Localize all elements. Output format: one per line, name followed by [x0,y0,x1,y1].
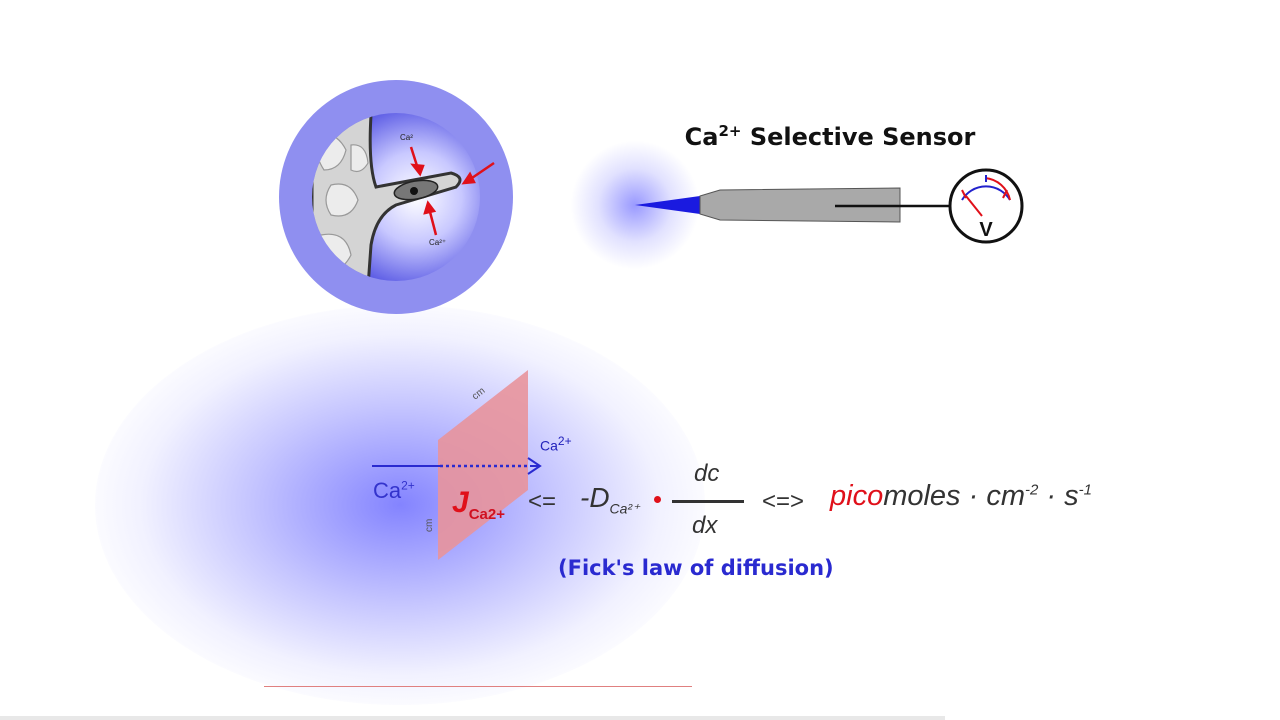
gradient-numerator: dc [694,460,720,487]
diffusion-gradient-glow [95,305,705,705]
ion-label-right: Ca2+ [540,434,572,454]
equation-arrow-equiv: <=> [762,488,805,515]
equation-arrow-left: <= [528,488,557,515]
plane-cm-label-side: cm [424,519,435,532]
gradient-denominator: dx [692,512,718,539]
bottom-divider [264,686,692,687]
probe-tip [635,196,700,214]
cell-ca-label-bottom: Ca²⁺ [429,238,446,247]
voltmeter-label: V [979,219,993,241]
cell-illustration: Ca² Ca²⁺ [279,80,513,314]
progress-track [0,716,945,720]
fraction-bar [672,500,744,503]
calcium-influx-arrows [409,146,495,236]
sensor-title: Ca2+ Selective Sensor [684,122,976,151]
ion-label-left: Ca2+ [373,478,415,503]
flux-symbol: JCa2+ [452,486,505,523]
tissue-cells [312,113,462,281]
diffusion-coefficient: -DCa²⁺ [580,482,640,517]
multiply-dot [654,496,661,503]
flux-arrowhead [527,457,542,475]
flux-units: picomoles · cm-2 · s-1 [830,480,1092,512]
cell-ca-label-top: Ca² [400,133,413,142]
fick-law-caption: (Fick's law of diffusion) [558,556,834,580]
flux-plane-diagram: cm cm [372,370,542,560]
probe-body [699,187,901,223]
plane-cm-label-top: cm [470,385,487,402]
ion-selective-probe: V [635,168,1024,244]
voltmeter-needle [965,195,983,217]
